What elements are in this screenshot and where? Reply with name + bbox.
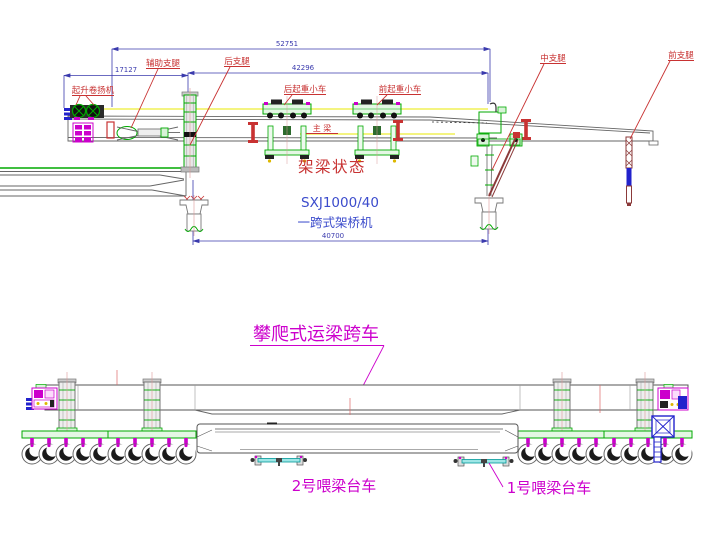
dimension-span: 40700 bbox=[192, 180, 489, 245]
callout-trolley1: 1号喂梁台车 bbox=[488, 462, 592, 497]
carrier-column-1 bbox=[56, 371, 78, 437]
callout-front-trolley: 前起重小车 bbox=[376, 84, 422, 106]
callout-main-girder: 主 梁 bbox=[306, 123, 338, 134]
wheel-bogie-1 bbox=[22, 431, 110, 464]
feed-trolley-1 bbox=[453, 456, 514, 467]
carrier-column-2 bbox=[141, 371, 163, 437]
model-text: SXJ1000/40 bbox=[301, 195, 379, 211]
dimension-mid: 42296 bbox=[187, 64, 489, 104]
completed-bridge-deck bbox=[0, 167, 205, 203]
middle-support-leg bbox=[470, 102, 523, 198]
dimension-rear: 17127 bbox=[63, 66, 189, 108]
dim-mid-text: 42296 bbox=[292, 64, 315, 72]
support-stool-1 bbox=[248, 122, 258, 143]
left-power-unit bbox=[26, 384, 58, 410]
support-stool-3 bbox=[521, 119, 531, 140]
rear-pier bbox=[179, 194, 209, 237]
middle-pier bbox=[474, 192, 504, 235]
callout-mid-leg: 中支腿 bbox=[491, 53, 566, 171]
dim-rear-text: 17127 bbox=[115, 66, 137, 74]
trolley1-label: 1号喂梁台车 bbox=[507, 479, 592, 497]
rear-leg-label: 后支腿 bbox=[224, 56, 250, 67]
hoist-winch-label: 起升卷扬机 bbox=[72, 85, 115, 96]
callout-rear-leg: 后支腿 bbox=[189, 56, 250, 146]
rear-lifting-trolley bbox=[262, 95, 312, 165]
wheel-bogie-3 bbox=[518, 431, 606, 464]
feed-trolley-2 bbox=[250, 455, 307, 466]
front-lifting-trolley bbox=[352, 95, 402, 165]
aux-leg-label: 辅助支腿 bbox=[146, 58, 181, 69]
hoist-winch-assembly bbox=[64, 103, 104, 143]
mid-leg-label: 中支腿 bbox=[540, 53, 566, 64]
carrier-column-3 bbox=[551, 371, 573, 437]
front-leg-label: 前支腿 bbox=[668, 50, 694, 61]
callout-carrier-title: 攀爬式运梁跨车 bbox=[250, 324, 385, 408]
callout-rear-trolley: 后起重小车 bbox=[283, 84, 327, 106]
counterweight-box bbox=[72, 122, 94, 143]
rear-trolley-label: 后起重小车 bbox=[284, 84, 327, 95]
state-title: 架梁状态 bbox=[298, 158, 366, 176]
callout-hoist-winch: 起升卷扬机 bbox=[72, 85, 115, 106]
operator-cab-ladder bbox=[651, 415, 675, 463]
machine-type-text: 一跨式架桥机 bbox=[297, 215, 373, 230]
bottom-view-carrier: 攀爬式运梁跨车 bbox=[22, 324, 692, 497]
callout-aux-leg: 辅助支腿 bbox=[130, 58, 181, 129]
front-trolley-label: 前起重小车 bbox=[379, 84, 422, 95]
callout-front-leg: 前支腿 bbox=[629, 50, 694, 140]
right-power-unit bbox=[657, 384, 689, 411]
dimension-total: 52751 bbox=[111, 40, 491, 107]
carrier-spine-beam bbox=[44, 370, 689, 415]
jack-box bbox=[106, 121, 115, 139]
dim-span-text: 40700 bbox=[322, 232, 344, 240]
main-girder-label: 主 梁 bbox=[313, 123, 332, 133]
top-view-erection-state: 52751 17127 42296 40700 bbox=[0, 40, 694, 245]
rear-support-leg bbox=[180, 88, 200, 178]
dim-total-text: 52751 bbox=[276, 40, 298, 48]
wheel-bogie-2 bbox=[108, 431, 196, 464]
carrier-title: 攀爬式运梁跨车 bbox=[253, 324, 379, 345]
transported-girder bbox=[196, 422, 519, 454]
front-support-leg bbox=[625, 136, 633, 206]
wheel-bogie-4 bbox=[604, 431, 692, 464]
auxiliary-leg-assembly bbox=[116, 126, 180, 141]
trolley2-label: 2号喂梁台车 bbox=[292, 477, 377, 495]
